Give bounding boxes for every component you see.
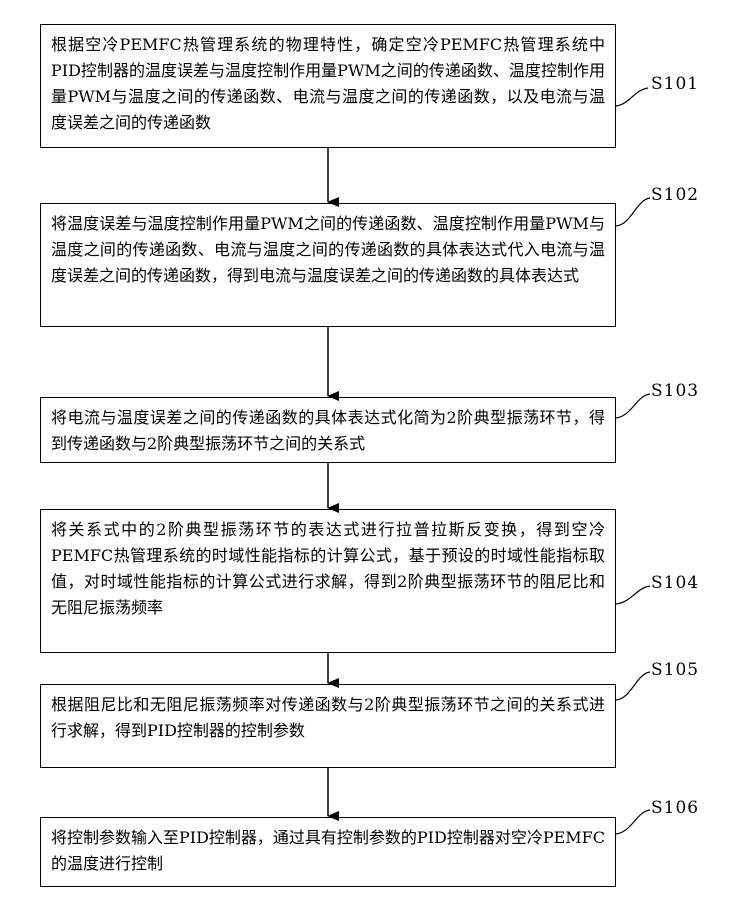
leader-s102 [616, 198, 650, 226]
leader-s101 [616, 88, 648, 106]
leader-s104 [616, 586, 650, 604]
leader-s103 [616, 394, 650, 418]
leader-s105 [616, 672, 650, 700]
leader-s106 [616, 810, 650, 834]
